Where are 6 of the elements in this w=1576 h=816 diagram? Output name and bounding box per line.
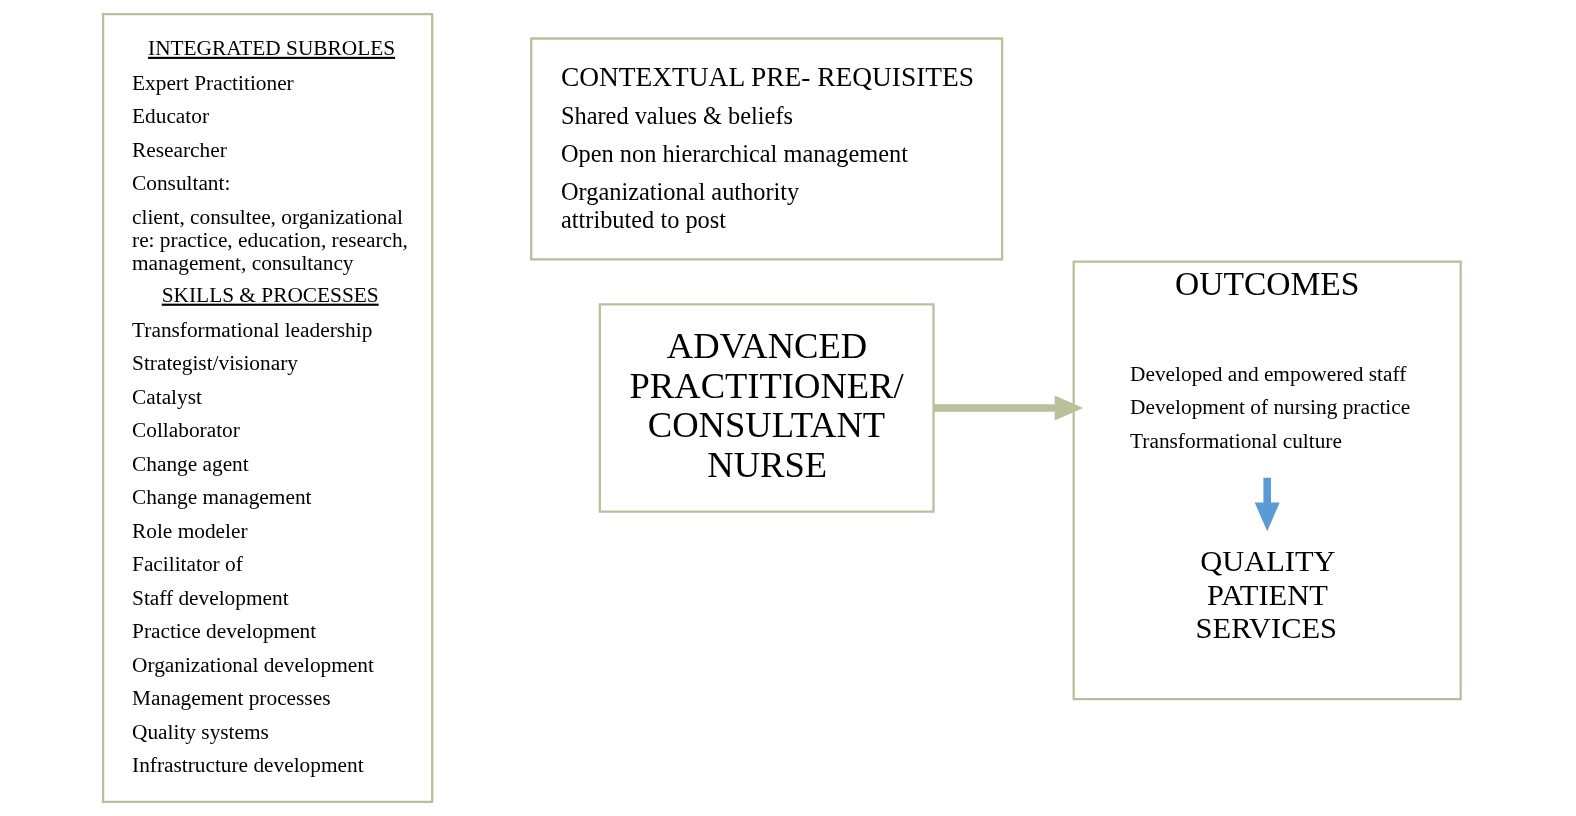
node-text: QUALITY PATIENT SERVICES bbox=[1195, 544, 1338, 646]
node-box: CONTEXTUAL PRE- REQUISITES Shared values & beliefs Open non hierarchical management Organizational authority attributed to post bbox=[530, 37, 1004, 261]
arrow bbox=[933, 395, 1084, 421]
node-text: Developed and empowered staff Development of nursing practice Transformational culture bbox=[1130, 361, 1411, 453]
node-box: ADVANCED PRACTITIONER/ CONSULTANT NURSE bbox=[598, 303, 935, 513]
node-box: INTEGRATED SUBROLES Expert Practitioner Educator Researcher Consultant: client, consultee, organizational re: practice, education, research, management, consultancy SKILLS & PROCESSES Transformational leadership Strategist/visionary Catalyst Collaborator Change agent Change management Role modeler Facilitator of Staff development Practice development Organizational development Management processes Quality systems Infrastructure development bbox=[101, 12, 434, 804]
